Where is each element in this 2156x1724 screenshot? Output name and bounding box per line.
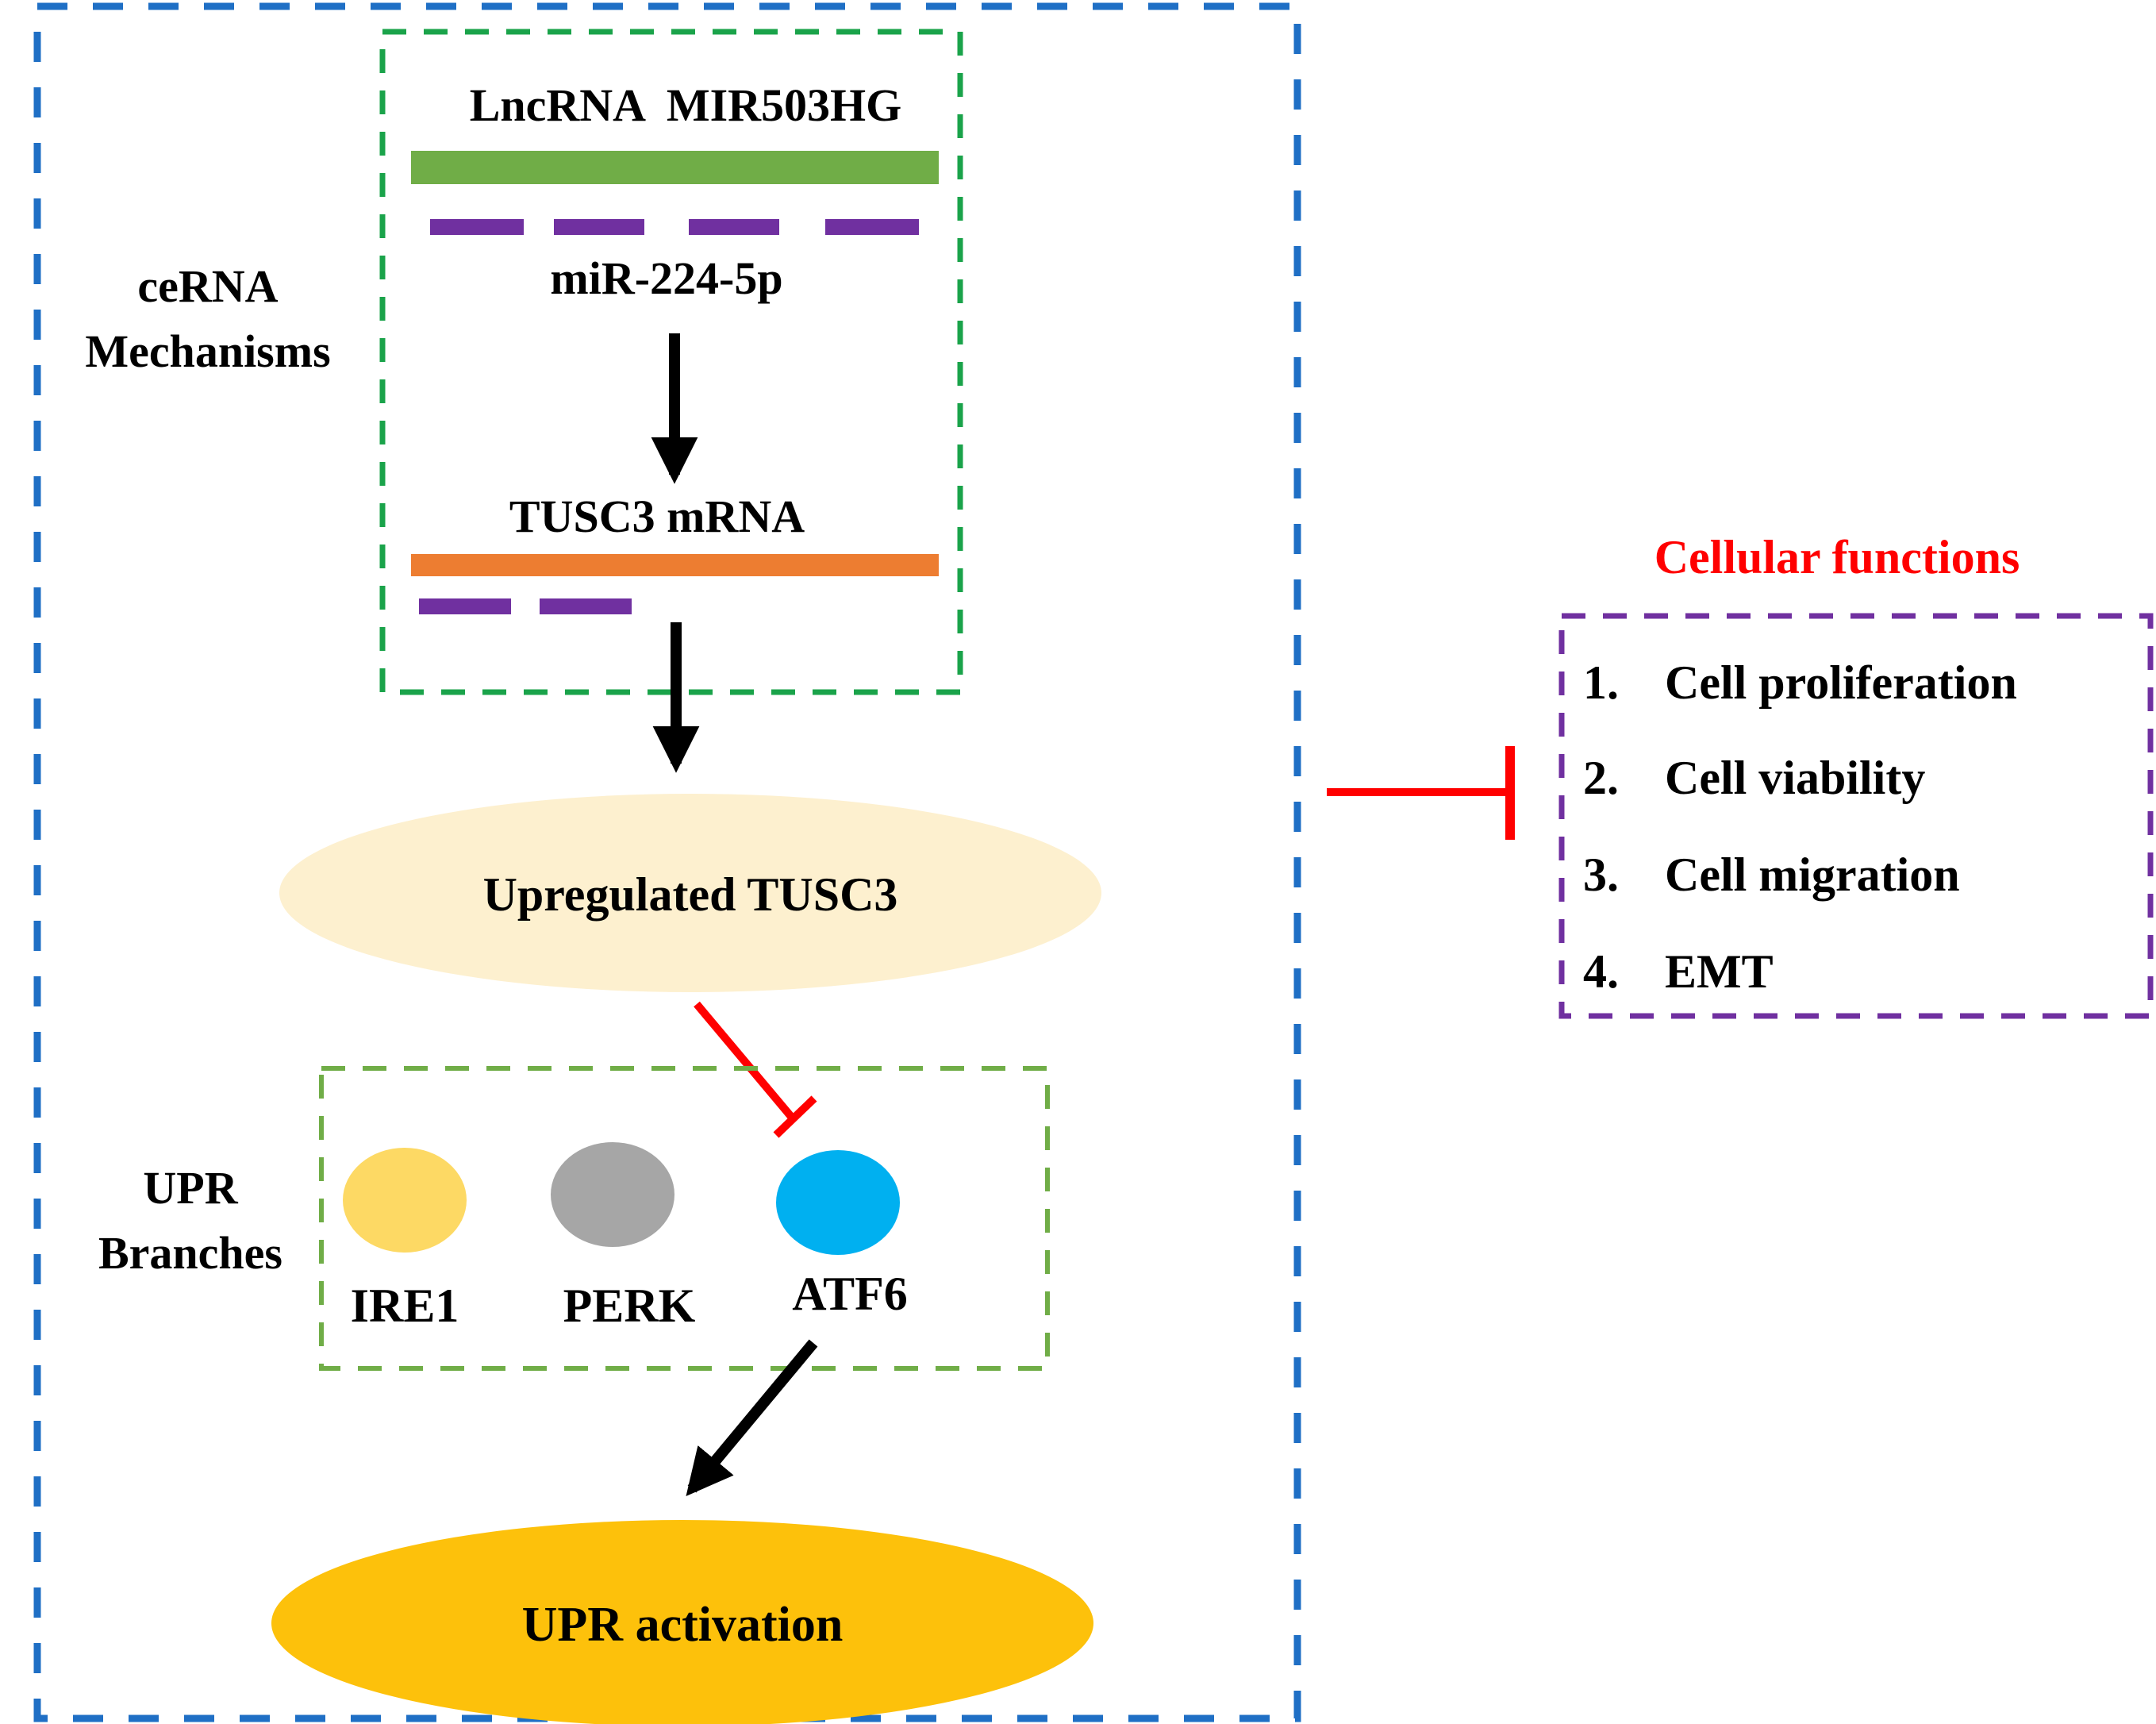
upr-activation-label: UPR activation — [522, 1598, 844, 1652]
cellular-functions-list: 1. Cell proliferation 2. Cell viability … — [1583, 656, 2017, 998]
tusc3-mrna-bar — [411, 554, 939, 576]
cellular-functions-title: Cellular functions — [1654, 531, 2020, 583]
perk-node — [551, 1142, 674, 1247]
upregulated-tusc3-label: Upregulated TUSC3 — [483, 868, 898, 921]
inhibit-tusc3-atf6 — [694, 1001, 817, 1138]
function-number: 2. — [1583, 752, 1619, 804]
cerna-label-line1: ceRNA — [137, 260, 278, 312]
tusc3-mrna-label: TUSC3 mRNA — [509, 491, 805, 542]
mirna-bound-dashes — [419, 598, 632, 614]
cellular-functions-box — [1558, 613, 2154, 1019]
upregulated-tusc3-ellipse — [279, 794, 1101, 992]
atf6-label: ATF6 — [792, 1268, 908, 1320]
upr-branches-label-line2: Branches — [98, 1227, 282, 1279]
mirna-dashes — [430, 219, 919, 235]
function-item: Cell migration — [1665, 849, 1960, 901]
lncrna-bar — [411, 151, 939, 184]
atf6-node — [776, 1150, 900, 1255]
ire1-label: IRE1 — [351, 1280, 459, 1332]
lncrna-label: LncRNA MIR503HG — [470, 79, 902, 131]
mirna-label: miR-224-5p — [550, 252, 782, 304]
upr-branches-box — [319, 1066, 1050, 1371]
perk-label: PERK — [563, 1280, 696, 1332]
outer-container — [33, 2, 1301, 1722]
function-number: 4. — [1583, 945, 1619, 998]
function-number: 3. — [1583, 849, 1619, 901]
upr-activation-ellipse — [271, 1520, 1093, 1724]
function-number: 1. — [1583, 656, 1619, 709]
cerna-label-line2: Mechanisms — [85, 325, 330, 377]
ire1-node — [343, 1148, 467, 1253]
arrow-atf6-to-upr-activation — [686, 1339, 818, 1497]
upr-branches-label-line1: UPR — [143, 1162, 238, 1214]
function-item: Cell viability — [1665, 752, 1925, 804]
inhibit-cellular-functions — [1327, 746, 1515, 840]
function-item: EMT — [1665, 945, 1774, 998]
function-item: Cell proliferation — [1665, 656, 2017, 709]
